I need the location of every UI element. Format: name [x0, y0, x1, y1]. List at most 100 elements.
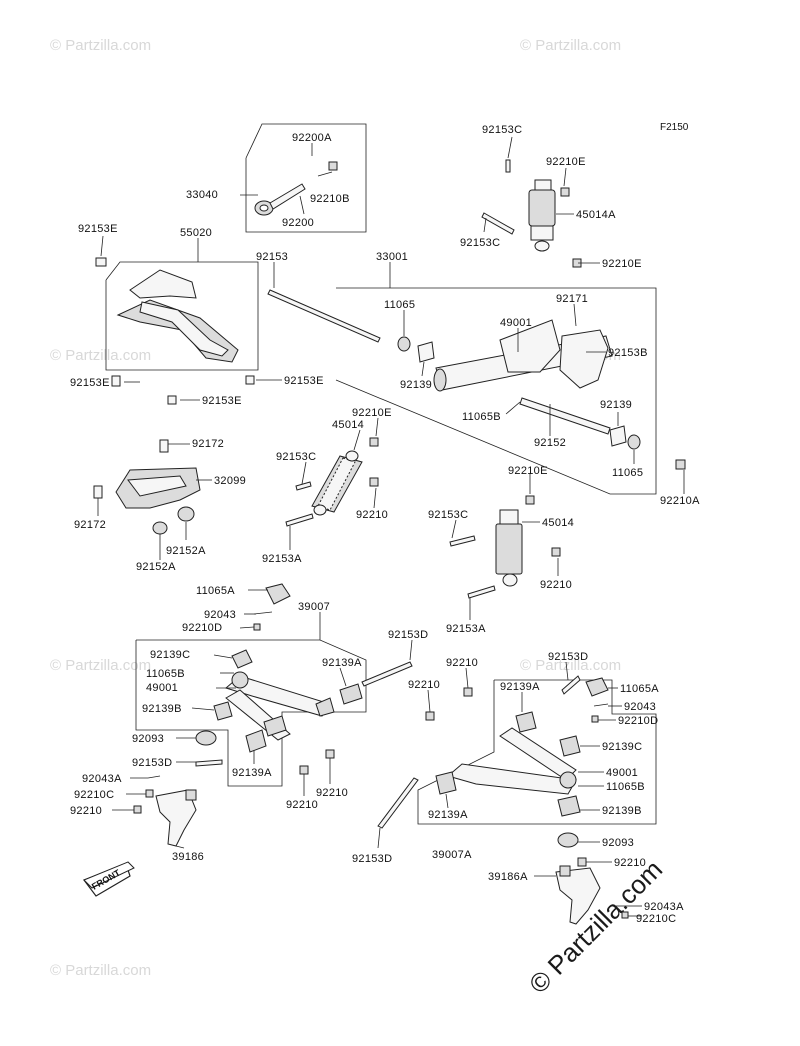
part-11065-bushing: [627, 434, 641, 450]
part-92139A-collar: [339, 683, 363, 705]
leader-lines: [97, 136, 685, 917]
label-92139: 92139: [600, 399, 632, 411]
label-11065: 11065: [384, 299, 415, 311]
part-92093-seal: [195, 730, 217, 746]
part-92139A-collar: [263, 715, 287, 737]
label-92210: 92210: [286, 799, 318, 811]
part-92210-nut: [299, 765, 309, 775]
label-92153C: 92153C: [482, 124, 522, 136]
part-92043A-pin: [147, 775, 161, 779]
label-92172: 92172: [192, 438, 224, 450]
watermark: © Partzilla.com: [520, 657, 621, 674]
label-92093: 92093: [132, 733, 164, 745]
part-92210-nut: [577, 857, 587, 867]
part-92152-shaft: [519, 397, 611, 435]
label-92153E: 92153E: [284, 375, 324, 387]
part-32099-guard: [115, 467, 201, 509]
part-92210E-nut: [560, 187, 570, 197]
label-92139C: 92139C: [602, 741, 642, 753]
label-92139B: 92139B: [602, 805, 642, 817]
label-92153E: 92153E: [70, 377, 110, 389]
label-39007: 39007: [298, 601, 330, 613]
label-92153A: 92153A: [446, 623, 486, 635]
part-92153A-bolt: [285, 513, 314, 527]
label-92210: 92210: [356, 509, 388, 521]
part-92139C-collar: [231, 649, 253, 669]
label-49001: 49001: [146, 682, 178, 694]
part-92210-nut: [463, 687, 473, 697]
label-92153: 92153: [256, 251, 288, 263]
label-92153D: 92153D: [388, 629, 428, 641]
label-11065B: 11065B: [462, 411, 501, 423]
part-33040-eye-bolt: [254, 183, 306, 216]
label-92210E: 92210E: [602, 258, 642, 270]
label-92210: 92210: [408, 679, 440, 691]
part-11065A-cap: [585, 677, 609, 697]
label-92153C: 92153C: [460, 237, 500, 249]
part-92153D-bolt: [561, 675, 581, 695]
part-92139C-collar: [559, 735, 581, 757]
part-92139A-collar: [435, 771, 457, 795]
label-92210C: 92210C: [74, 789, 114, 801]
label-55020: 55020: [180, 227, 212, 239]
label-92210E: 92210E: [546, 156, 586, 168]
label-92171: 92171: [556, 293, 588, 305]
part-92153A-bolt: [467, 585, 496, 599]
label-92153E: 92153E: [78, 223, 118, 235]
part-92043-pin: [593, 703, 609, 707]
label-11065A: 11065A: [196, 585, 235, 597]
label-11065: 11065: [612, 467, 643, 479]
label-92210E: 92210E: [508, 465, 548, 477]
part-92153C-bolt: [505, 159, 511, 173]
part-92153E-bolt: [167, 395, 177, 405]
label-92210D: 92210D: [182, 622, 222, 634]
part-39186A-knuckle: [555, 865, 601, 925]
part-39186-knuckle: [155, 789, 197, 847]
part-92210E-nut: [525, 495, 535, 505]
part-92139-collar: [609, 425, 627, 447]
label-92139: 92139: [400, 379, 432, 391]
label-92139A: 92139A: [322, 657, 362, 669]
part-92043-pin: [253, 611, 273, 615]
label-49001: 49001: [500, 317, 532, 329]
label-92043A: 92043A: [644, 901, 684, 913]
label-92210C: 92210C: [636, 913, 676, 925]
part-92153-long-bolt: [267, 289, 381, 343]
label-92210: 92210: [316, 787, 348, 799]
label-39186A: 39186A: [488, 871, 528, 883]
label-92210: 92210: [446, 657, 478, 669]
figure-code: F2150: [660, 122, 689, 133]
part-92210-nut: [133, 805, 142, 814]
label-92200: 92200: [282, 217, 314, 229]
part-92139A-collar: [515, 711, 537, 733]
box-33001: [335, 287, 657, 495]
label-92200A: 92200A: [292, 132, 332, 144]
label-92152: 92152: [534, 437, 566, 449]
part-92210D-nut: [253, 623, 261, 631]
label-92043: 92043: [624, 701, 656, 713]
label-32099: 32099: [214, 475, 246, 487]
box-33040: [245, 123, 367, 233]
label-92139A: 92139A: [428, 809, 468, 821]
part-92153D-bolt: [377, 777, 419, 829]
part-39007A-a-arm: [446, 727, 577, 795]
label-92153B: 92153B: [608, 347, 648, 359]
part-92210A-nut: [675, 459, 686, 470]
label-45014A: 45014A: [576, 209, 616, 221]
watermark: © Partzilla.com: [520, 37, 621, 54]
box-55020: [105, 261, 259, 371]
label-39186: 39186: [172, 851, 204, 863]
part-92153E-bolt: [245, 375, 255, 385]
watermark: © Partzilla.com: [50, 962, 151, 979]
part-92210-nut: [425, 711, 435, 721]
part-92139A-collar: [245, 729, 267, 753]
label-45014: 45014: [542, 517, 574, 529]
label-92153C: 92153C: [276, 451, 316, 463]
label-92153D: 92153D: [548, 651, 588, 663]
part-92139B-collar: [213, 701, 233, 721]
label-92153C: 92153C: [428, 509, 468, 521]
label-92152A: 92152A: [136, 561, 176, 573]
front-direction-arrow: FRONT: [83, 861, 135, 897]
part-92210-nut: [551, 547, 561, 557]
